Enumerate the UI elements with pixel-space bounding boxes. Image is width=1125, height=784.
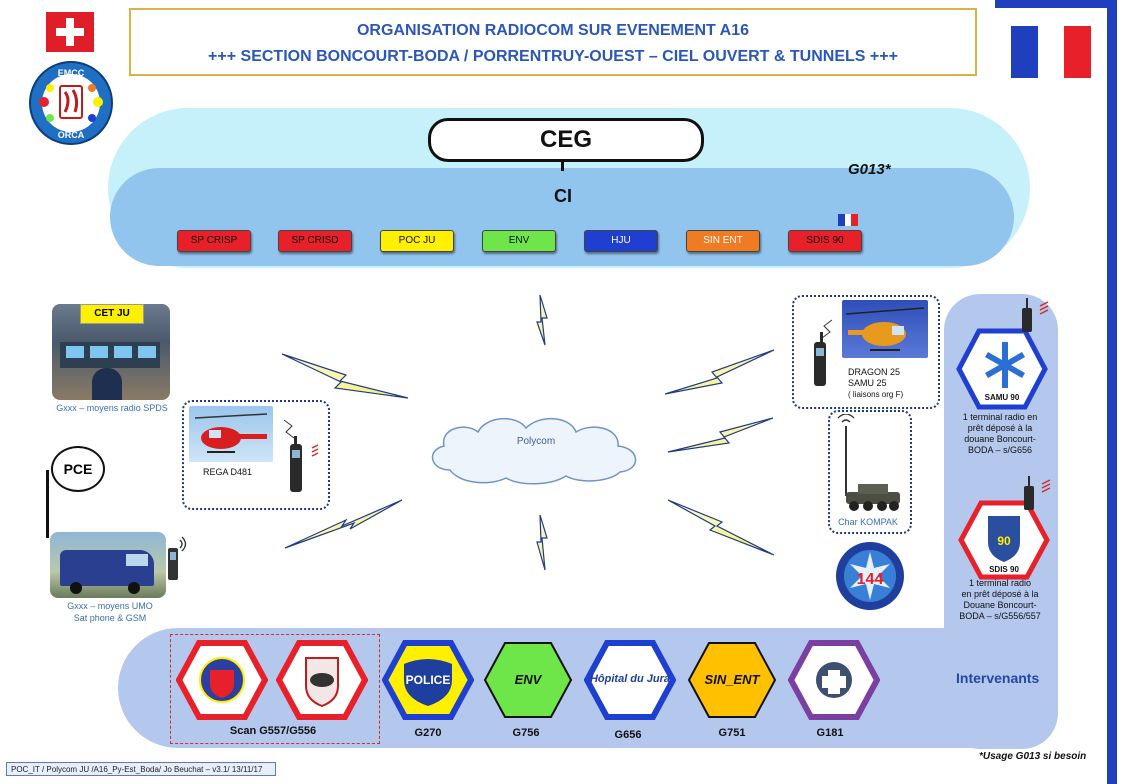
- emergency-144-logo: 144: [836, 542, 904, 610]
- ci-unit-sp-crisp[interactable]: SP CRISP: [177, 230, 251, 252]
- frame-right-bar: [1107, 0, 1117, 784]
- frame-top-accent: [995, 0, 1117, 14]
- mobile-phone-icon: [168, 536, 187, 580]
- lightning-bolt-icon: [667, 499, 775, 556]
- scan-group-box: [170, 634, 380, 744]
- lightning-bolt-icon: [284, 499, 403, 549]
- dragon-line-1: DRAGON 25: [848, 367, 901, 377]
- dragon-line-2: SAMU 25: [848, 378, 887, 388]
- ci-unit-sin-ent[interactable]: SIN ENT: [686, 230, 760, 252]
- svg-text:EMCC: EMCC: [58, 68, 85, 78]
- svg-text:SIN_ENT: SIN_ENT: [705, 672, 761, 687]
- polycom-cloud-icon: Polycom: [431, 417, 637, 485]
- scan-label: Scan G557/G556: [229, 725, 317, 737]
- svg-text:Polycom: Polycom: [517, 436, 555, 447]
- ci-unit-hju[interactable]: HJU: [584, 230, 658, 252]
- rega-label: REGA D481: [203, 467, 253, 477]
- usage-note: *Usage G013 si besoin: [979, 751, 1087, 762]
- pce-connector: [46, 470, 49, 538]
- police-label: G270: [414, 727, 442, 739]
- lightning-bolt-icon: [664, 349, 775, 395]
- g181-label: G181: [816, 727, 844, 739]
- radio-handset-icon: [1022, 298, 1049, 332]
- ceg-connector: [561, 159, 564, 171]
- ci-unit-sp-crisd[interactable]: SP CRISD: [278, 230, 352, 252]
- g013-label: G013*: [848, 161, 891, 178]
- rega-helicopter-icon: [189, 406, 273, 462]
- svg-text:SDIS 90: SDIS 90: [989, 565, 1019, 574]
- radio-handset-icon: [814, 319, 833, 386]
- cet-ju-label: CET JU: [80, 304, 144, 324]
- ci-unit-env[interactable]: ENV: [482, 230, 556, 252]
- swiss-flag-icon: [46, 12, 94, 52]
- rega-box: [182, 400, 330, 510]
- footer-reference: POC_IT / Polycom JU /A16_Py-Est_Boda/ Jo…: [6, 762, 276, 776]
- intervenants-label: Intervenants: [956, 670, 1040, 686]
- lightning-bolt-icon: [667, 417, 774, 453]
- char-kompak-vehicle-icon: [837, 414, 900, 511]
- ceg-box: CEG: [428, 118, 704, 162]
- svg-text:Hôpital du Jura: Hôpital du Jura: [590, 673, 670, 685]
- sdis-90-french-flag-icon: [838, 214, 859, 226]
- env-label: G756: [512, 727, 540, 739]
- lightning-bolt-icon: [281, 353, 409, 399]
- lightning-bolt-icon: [536, 294, 548, 346]
- svg-text:ORCA: ORCA: [58, 130, 85, 140]
- samu-90-caption: 1 terminal radio en prêt déposé à la dou…: [962, 412, 1038, 455]
- sdis-90-caption: 1 terminal radio en prêt déposé à la Dou…: [959, 578, 1041, 621]
- g181-hexagon[interactable]: [788, 640, 880, 720]
- radio-handset-icon: [283, 419, 319, 492]
- hopital-jura-hexagon[interactable]: Hôpital du Jura: [584, 640, 676, 720]
- svg-text:144: 144: [857, 571, 884, 588]
- svg-text:SAMU 90: SAMU 90: [985, 393, 1020, 402]
- char-kompak-box: [828, 410, 912, 534]
- cet-ju-caption: Gxxx – moyens radio SPDS: [56, 403, 168, 413]
- dragon-box: [792, 295, 940, 409]
- env-hexagon[interactable]: ENV: [482, 640, 574, 720]
- svg-text:POLICE: POLICE: [406, 673, 451, 687]
- char-kompak-caption: Char KOMPAK: [838, 517, 898, 527]
- emcc-orca-logo: EMCC ORCA: [29, 61, 113, 145]
- dragon-helicopter-icon: [842, 300, 928, 358]
- ci-label: CI: [554, 186, 572, 206]
- hopital-label: G656: [614, 729, 642, 741]
- radio-handset-icon: [1024, 476, 1051, 510]
- pce-circle: PCE: [51, 446, 105, 492]
- title-box: ORGANISATION RADIOCOM SUR EVENEMENT A16 …: [129, 8, 977, 76]
- sp-crisd-badge-hexagon[interactable]: [276, 640, 368, 720]
- police-hexagon[interactable]: POLICE: [382, 640, 474, 720]
- samu-90-hexagon: SAMU 90: [956, 328, 1048, 410]
- pce-van-photo: [50, 532, 166, 598]
- title-line-2: +++ SECTION BONCOURT-BODA / PORRENTRUY-O…: [208, 48, 898, 65]
- ci-unit-poc-ju[interactable]: POC JU: [380, 230, 454, 252]
- sin-ent-hexagon[interactable]: SIN_ENT: [686, 640, 778, 720]
- lightning-bolt-icon: [536, 514, 548, 571]
- pce-caption-2: Sat phone & GSM: [73, 613, 147, 623]
- pce-caption-1: Gxxx – moyens UMO: [67, 601, 153, 611]
- ci-unit-sdis-90[interactable]: SDIS 90: [788, 230, 862, 252]
- title-line-1: ORGANISATION RADIOCOM SUR EVENEMENT A16: [356, 22, 750, 39]
- svg-text:ENV: ENV: [515, 672, 543, 687]
- sin-ent-label: G751: [718, 727, 746, 739]
- sp-crisp-badge-hexagon[interactable]: [176, 640, 268, 720]
- ci-band: [110, 168, 1014, 266]
- french-flag-icon: [1011, 26, 1092, 78]
- sdis-90-hexagon: 90 SDIS 90: [958, 500, 1050, 580]
- dragon-line-3: ( liaisons org F): [848, 390, 904, 399]
- svg-text:90: 90: [997, 534, 1011, 548]
